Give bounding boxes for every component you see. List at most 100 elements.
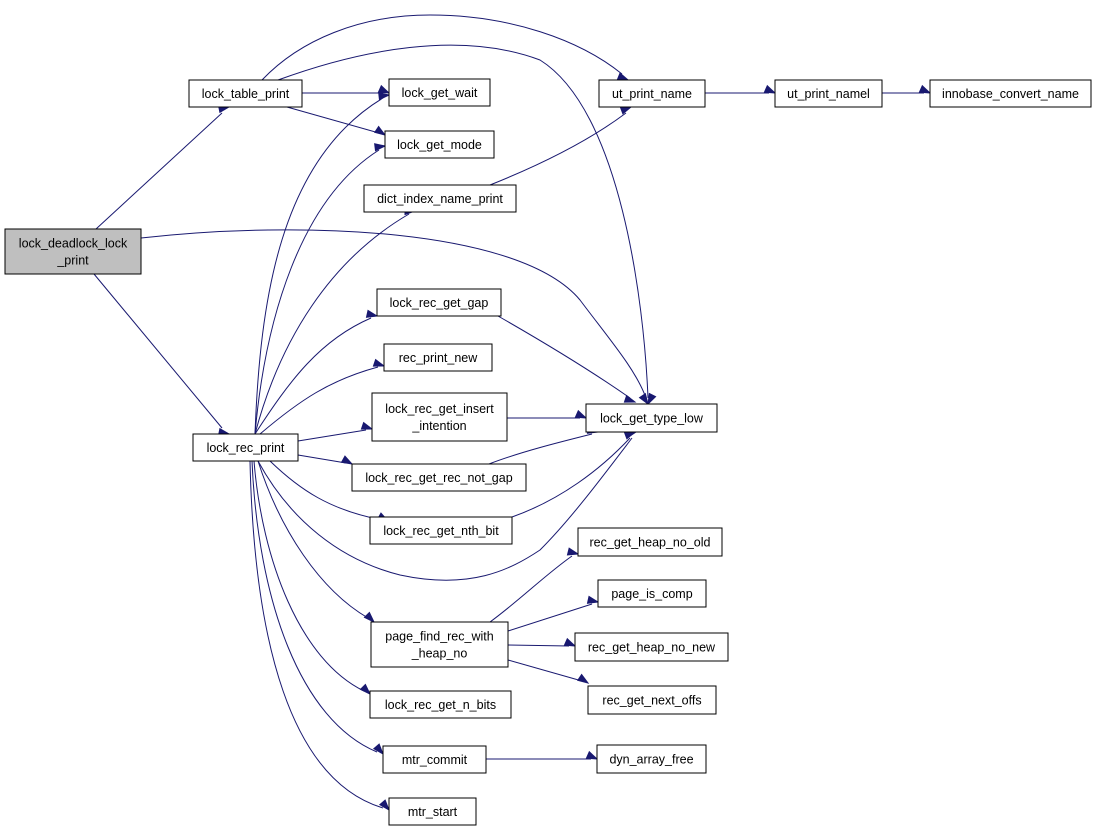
node-dyn-array-free[interactable]: dyn_array_free [596,744,707,774]
edge-line [254,317,372,435]
node-dict-index-name-print[interactable]: dict_index_name_print [363,184,517,213]
node-box [577,527,723,557]
node-box [192,433,299,462]
edge-line [489,555,573,623]
edge-line [140,229,647,399]
node-box [370,621,509,668]
edge-lock_rec_print-to-rec_print_new [259,358,386,435]
edge-ut_print_name-to-ut_print_namel [705,84,777,94]
edge-arrowhead [363,611,376,624]
edge-arrowhead [360,421,374,430]
edge-line [257,460,369,619]
node-label: innobase_convert_name [942,87,1079,101]
edge-line [511,437,631,518]
edge-lock_rec_print-to-mtr_commit [251,460,384,756]
node-innobase-convert-name[interactable]: innobase_convert_name [929,79,1092,108]
node-label: mtr_start [408,805,458,819]
node-lock-table-print[interactable]: lock_table_print [188,79,303,108]
node-page-is-comp[interactable]: page_is_comp [597,579,707,608]
edge-lock_deadlock_lock_print-to-lock_rec_print [93,273,231,437]
edge-lock_rec_print-to-lock_get_type_low [257,430,638,581]
edge-arrowhead [374,143,387,152]
edge-lock_table_print-to-lock_get_wait [302,84,391,94]
edge-lock_rec_print-to-lock_rec_get_gap [254,309,379,435]
node-lock-get-mode[interactable]: lock_get_mode [384,130,495,159]
edge-arrowhead [563,637,577,647]
node-label: lock_rec_get_nth_bit [383,524,499,538]
edge-line [269,460,383,521]
node-label: lock_get_wait [402,86,478,100]
edge-line [507,603,593,632]
edge-line [254,97,384,435]
edge-lock_rec_print-to-mtr_start [249,460,390,812]
node-box [596,744,707,774]
node-mtr-commit[interactable]: mtr_commit [382,745,487,774]
node-box [388,78,491,107]
node-lock-rec-get-insert-intention[interactable]: lock_rec_get_insert_intention [371,392,508,442]
node-rec-get-heap-no-new[interactable]: rec_get_heap_no_new [574,632,729,662]
node-lock-rec-print[interactable]: lock_rec_print [192,433,299,462]
node-label: lock_deadlock_lock [19,237,128,251]
edge-line [93,273,223,429]
edge-arrowhead [372,358,386,367]
edge-line [249,460,384,809]
edge-arrowhead [623,394,637,403]
node-box [587,685,717,715]
node-lock-get-type-low[interactable]: lock_get_type_low [585,403,718,433]
node-lock-rec-get-gap[interactable]: lock_rec_get_gap [376,288,502,317]
node-lock-rec-get-n-bits[interactable]: lock_rec_get_n_bits [369,690,512,719]
node-box [585,403,718,433]
node-lock-rec-get-nth-bit[interactable]: lock_rec_get_nth_bit [369,516,513,545]
edge-arrowhead [365,309,379,318]
edge-lock_rec_print-to-lock_rec_get_insert_intention [297,421,374,442]
edge-page_find_rec_with_heap_no-to-rec_get_next_offs [507,659,590,684]
edge-line [251,460,378,753]
edge-lock_table_print-to-lock_get_type_low [277,44,657,406]
edge-line [95,112,223,230]
edge-page_find_rec_with_heap_no-to-rec_get_heap_no_old [489,547,580,623]
node-label: lock_rec_get_gap [390,296,489,310]
node-lock-rec-get-rec-not-gap[interactable]: lock_rec_get_rec_not_gap [351,463,527,492]
edges-layer [93,14,932,812]
edge-mtr_commit-to-dyn_array_free [486,750,599,760]
node-lock-get-wait[interactable]: lock_get_wait [388,78,491,107]
node-rec-get-next-offs[interactable]: rec_get_next_offs [587,685,717,715]
node-label: _print [56,254,89,268]
node-ut-print-name[interactable]: ut_print_name [598,79,706,108]
edge-line [254,213,410,435]
node-label: lock_table_print [202,87,290,101]
edge-lock_deadlock_lock_print-to-lock_table_print [95,104,231,230]
edge-arrowhead [373,125,387,136]
edge-lock_rec_get_gap-to-lock_get_type_low [497,315,637,403]
edge-arrowhead [372,743,384,756]
node-rec-print-new[interactable]: rec_print_new [383,343,493,372]
edge-arrowhead [576,673,590,684]
edge-lock_deadlock_lock_print-to-lock_get_type_low [140,229,649,406]
edge-line [254,149,380,435]
node-box [351,463,527,492]
edge-arrowhead [638,392,649,406]
node-box [371,392,508,442]
edge-line [507,644,570,647]
node-box [363,184,517,213]
node-page-find-rec-with-heap-no[interactable]: page_find_rec_with_heap_no [370,621,509,668]
edge-ut_print_namel-to-innobase_convert_name [882,84,932,94]
edge-arrowhead [585,750,599,760]
edge-line [253,460,365,692]
node-ut-print-namel[interactable]: ut_print_namel [774,79,883,108]
node-rec-get-heap-no-old[interactable]: rec_get_heap_no_old [577,527,723,557]
node-mtr-start[interactable]: mtr_start [388,797,477,826]
node-box [774,79,883,108]
edge-lock_rec_print-to-lock_rec_get_n_bits [253,460,372,696]
edge-arrowhead [566,547,580,556]
node-box [574,632,729,662]
edge-line [277,44,649,399]
edge-arrowhead [586,595,600,604]
edge-arrowhead [377,84,391,94]
node-label: _heap_no [411,647,468,661]
node-box [4,228,142,275]
edge-line [259,366,379,435]
edge-page_find_rec_with_heap_no-to-rec_get_heap_no_new [507,637,577,647]
node-lock-deadlock-lock-print[interactable]: lock_deadlock_lock _print [4,228,142,275]
